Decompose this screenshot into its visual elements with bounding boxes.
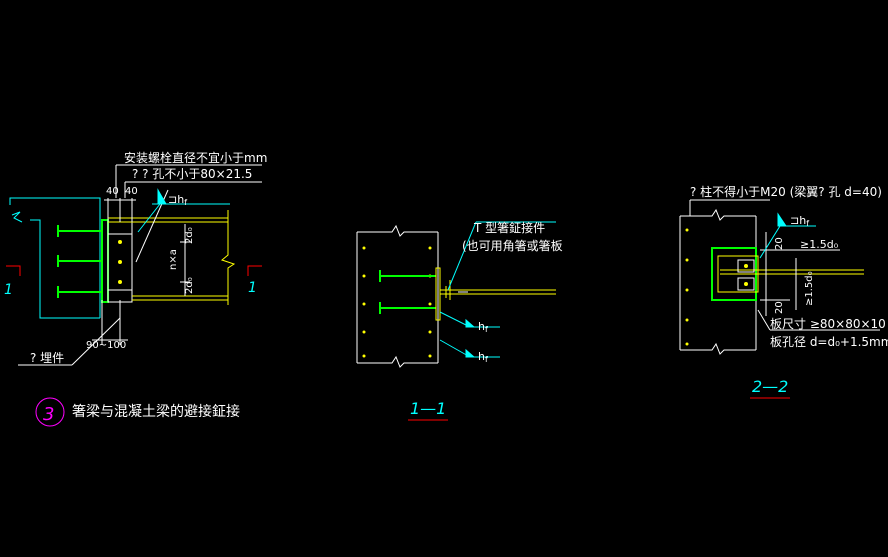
dim-20-bottom: 20 [774,301,785,314]
weld-label-22: ⊐hf [790,214,809,228]
section-tee-and-beam [440,280,556,300]
dims-22 [757,232,880,331]
tee-callout-line2: (也可用角箸或箸板 [462,238,563,253]
bolts [118,240,122,284]
section-mark-left: 1 [4,282,13,298]
section-mark-right: 1 [248,280,257,296]
hole-size-note: ? ? 孔不小于80×21.5 [132,167,252,181]
section11-weld1: hf [478,320,488,334]
section22-title: 2—2 [752,377,788,396]
embed-label: ? 埋件 [30,351,64,365]
dimension-lines [18,164,262,366]
plate-hole-note: 板孔径 d=d₀+1.5mm [770,335,888,349]
beam22-flanges [720,269,864,275]
weld-symbol-detail3 [137,188,230,233]
section11-title: 1—1 [410,399,446,418]
dim-20-top: 20 [774,237,785,250]
detail-number: 3 [43,404,54,425]
dim-90-100: 90~100 [86,340,126,351]
bolts-22 [737,259,755,291]
section-cut-marks [6,265,262,276]
anchor-studs [57,225,102,298]
beam22-rebar-dots [685,228,689,346]
column-outline [356,224,439,368]
dim-40-right: 40 [125,186,138,197]
embed-plate [101,219,109,303]
detail-title: 箸梁与混凝土梁的避接鉦接 [72,403,240,420]
section11-leaders [439,221,556,358]
dim-40-left: 40 [106,186,119,197]
dim-15do-top: ≥1.5d₀ [800,238,839,251]
dim-nxa: n×a [168,249,179,270]
detail-3: 安装螺栓直径不宜小于mm ? ? 孔不小于80×21.5 40 40 ⊐hf 2… [4,150,267,427]
column-rebar-dots [362,246,432,358]
section-1-1: T 型箸鉦接件 (也可用角箸或箸板 hf hf 1—1 [356,220,563,421]
column-note-22: ? 柱不得小于M20 (梁翼? 孔 d=40) [690,184,882,199]
section11-weld2: hf [478,350,488,364]
tee-callout-line1: T 型箸鉦接件 [473,220,545,235]
section-anchor-studs [379,270,436,314]
dim-2do-top: 2d₀ [184,227,195,244]
plate-size-note: 板尺寸 ≥80×80×10 [770,317,886,331]
steel-beam [108,210,236,305]
weld-label-detail3: ⊐hf [168,193,187,207]
dim-2do-bottom: 2d₀ [184,277,195,294]
section-2-2: ? 柱不得小于M20 (梁翼? 孔 d=40) ⊐hf 20 ≥1.5d₀ ≥1… [679,184,888,399]
dim-15do-side: ≥1.5d₀ [804,271,815,306]
concrete-beam-outline [9,197,101,319]
bolt-diameter-note: 安装螺栓直径不宜小于mm [124,150,267,165]
weld-symbol-22 [759,212,816,259]
detail-number-circle [35,397,65,427]
